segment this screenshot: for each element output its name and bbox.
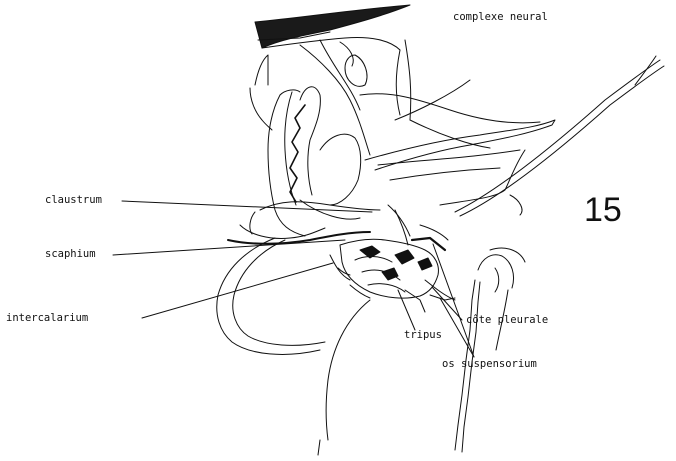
- label-scaphium: scaphium: [45, 249, 96, 260]
- pleural-rib-drawing: [455, 248, 525, 452]
- leader-cote-pleurale: [432, 287, 462, 320]
- vertebral-cup-drawing: [228, 55, 380, 244]
- leader-os-suspensorium: [440, 298, 474, 357]
- label-os-suspensorium: os suspensorium: [442, 359, 537, 370]
- ventral-arc-drawing: [217, 238, 370, 455]
- leader-scaphium: [113, 240, 345, 255]
- leader-claustrum: [122, 201, 372, 212]
- label-claustrum: claustrum: [45, 195, 102, 206]
- figure-number: 15: [584, 193, 622, 227]
- label-cote-pleurale: côte pleurale: [466, 315, 548, 326]
- leader-tripus: [398, 290, 415, 330]
- label-intercalarium: intercalarium: [6, 313, 88, 324]
- label-tripus: tripus: [404, 330, 442, 341]
- leader-intercalarium: [142, 263, 333, 318]
- label-complexe-neural: complexe neural: [453, 12, 548, 23]
- ossicle-cluster-drawing: [330, 205, 455, 312]
